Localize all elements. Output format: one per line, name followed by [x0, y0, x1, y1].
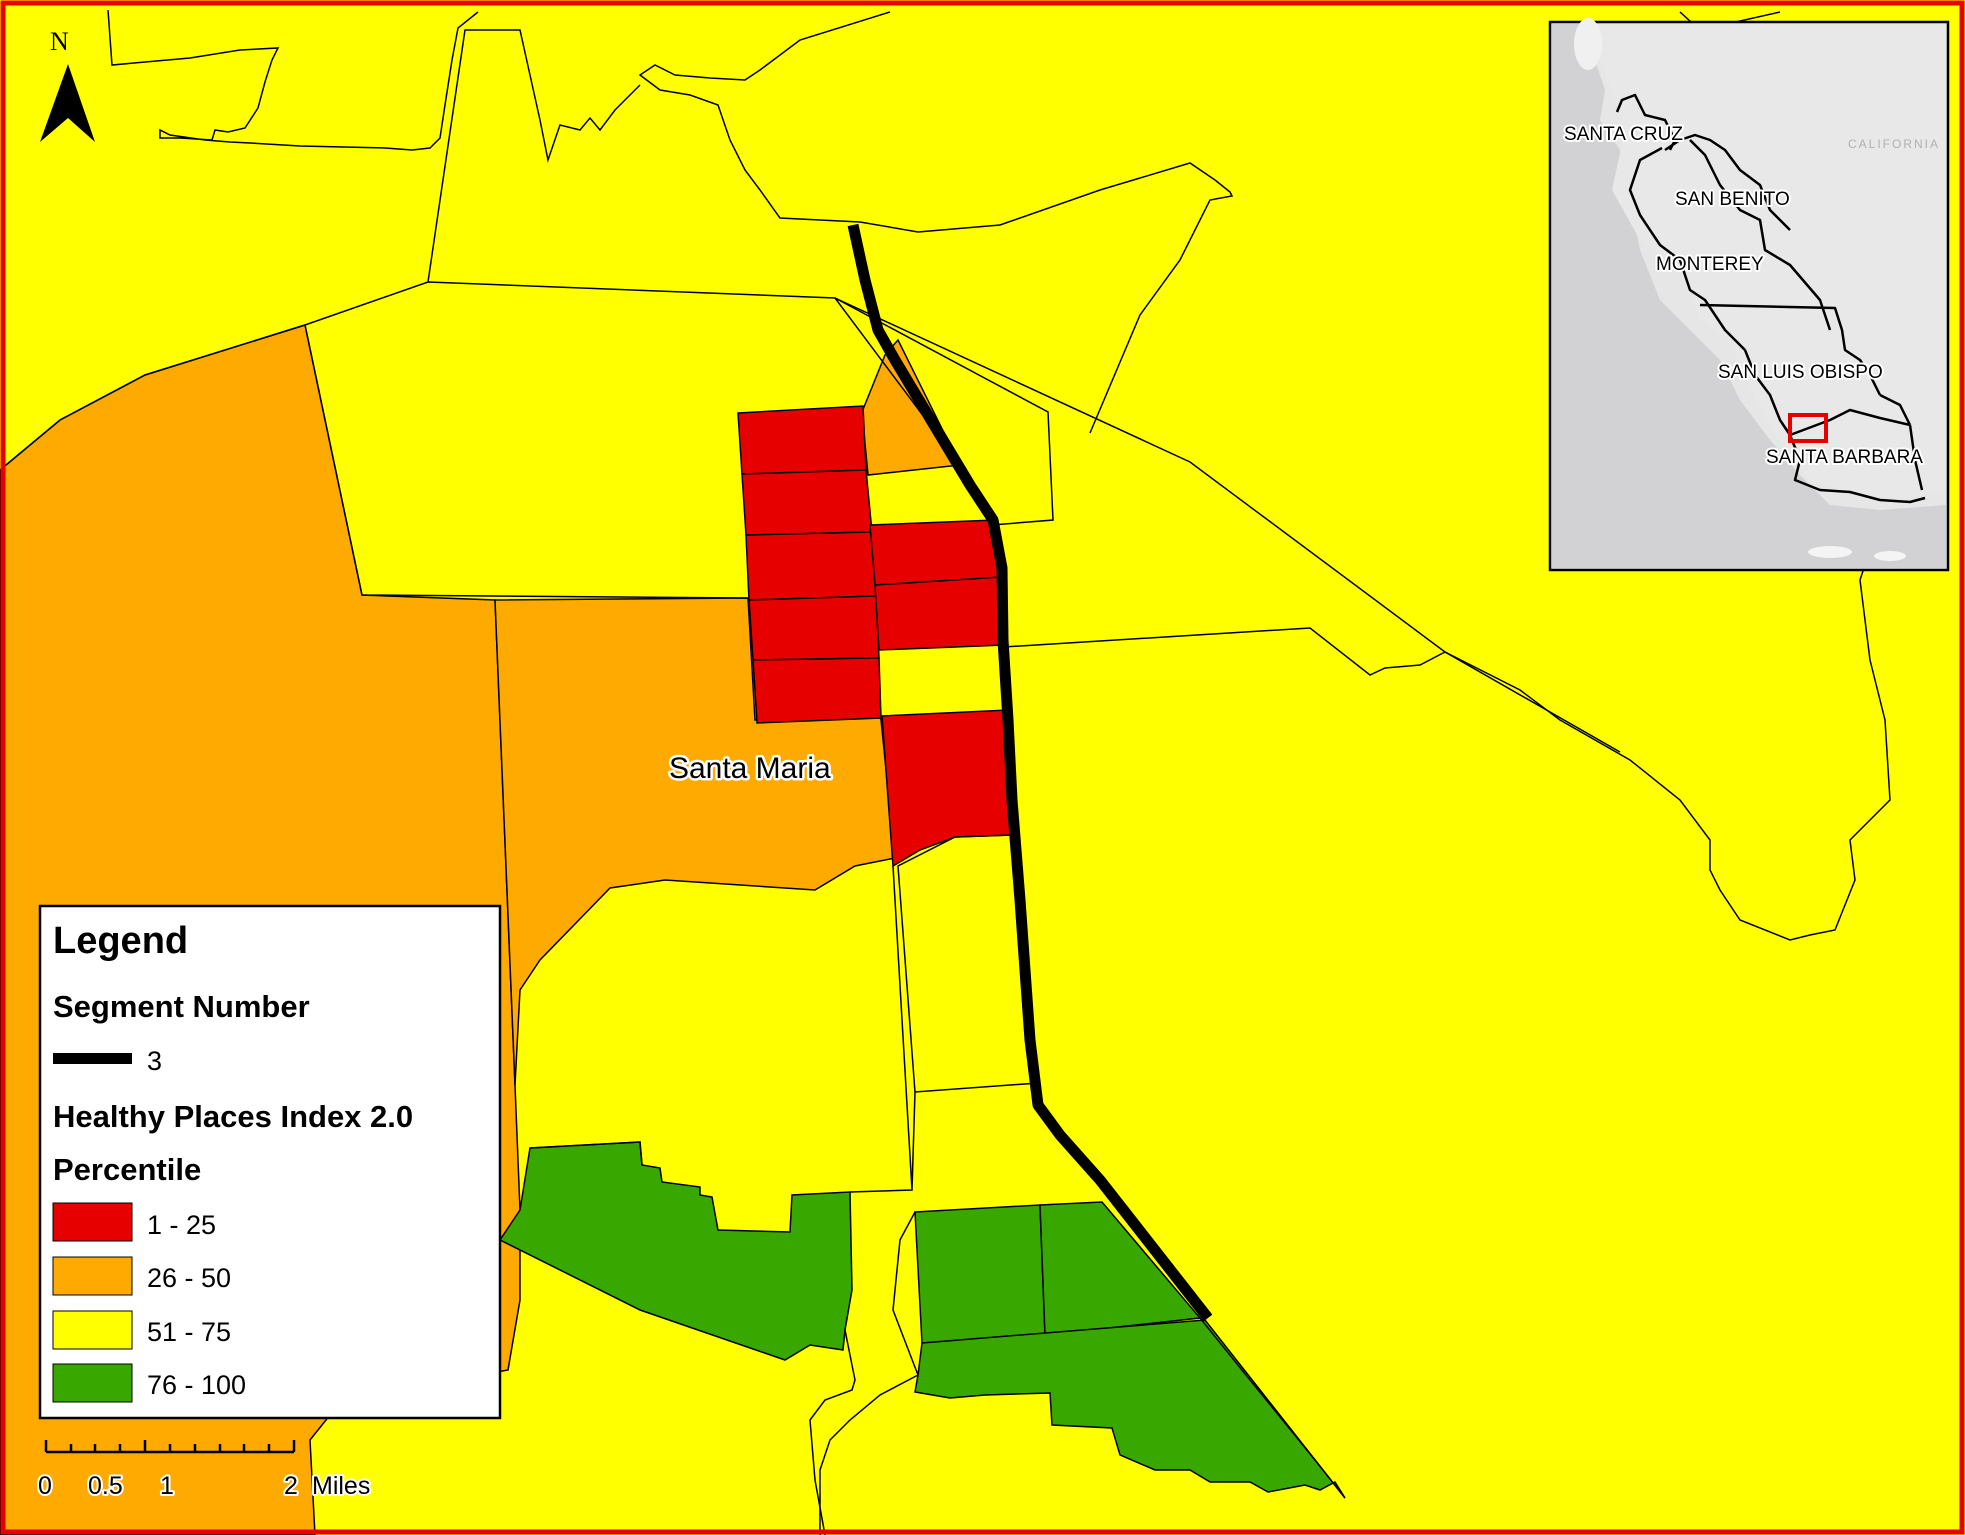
legend-swatch-51-75 [52, 1310, 133, 1350]
scale-label: 0.5 [88, 1472, 123, 1500]
legend-class-label: 1 - 25 [147, 1210, 216, 1240]
inset-ocean [1552, 24, 1946, 568]
scale-bar: 0 0.5 1 2 Miles [36, 1440, 372, 1502]
legend-segment-value: 3 [147, 1046, 162, 1076]
legend-title: Legend [53, 920, 188, 962]
tract-green-sw [498, 1141, 853, 1361]
inset-county-label: MONTEREY [1656, 254, 1764, 275]
inset-state-label: CALIFORNIA [1848, 137, 1940, 151]
legend-class-label: 76 - 100 [147, 1370, 246, 1400]
scale-unit: Miles [312, 1472, 370, 1500]
legend-segment-heading: Segment Number [53, 989, 310, 1024]
legend-index-heading: Healthy Places Index 2.0 [53, 1099, 413, 1134]
tract-red-6 [869, 519, 1003, 586]
inset-county-boundaries [1615, 93, 1926, 504]
legend-swatch-76-100 [52, 1363, 133, 1403]
tract-red-3 [745, 531, 877, 601]
city-label-santa-maria: Santa Maria [669, 752, 831, 785]
legend-percentile-heading: Percentile [53, 1152, 201, 1187]
tract-green-se1 [914, 1204, 1046, 1344]
legend-swatch-1-25 [52, 1202, 133, 1242]
north-arrow-icon [40, 64, 95, 142]
tract-red-2 [741, 469, 873, 536]
tract-north-orange [861, 338, 962, 476]
legend-class-label: 51 - 75 [147, 1317, 231, 1347]
inset-county-label: SANTA CRUZ [1564, 124, 1683, 145]
legend-swatch-26-50 [52, 1256, 133, 1296]
scale-label: 0 [38, 1472, 52, 1500]
tract-red-4 [748, 595, 880, 661]
inset-extent-marker [1788, 413, 1828, 443]
scale-label: 1 [160, 1472, 174, 1500]
scale-bar-ticks [44, 1440, 296, 1454]
legend-class-label: 26 - 50 [147, 1263, 231, 1293]
highway-segment-3 [847, 223, 1213, 1322]
tract-boundaries [0, 9, 1901, 1535]
inset-county-label: SAN LUIS OBISPO [1718, 362, 1883, 383]
legend: Legend Segment Number 3 Healthy Places I… [38, 904, 502, 1420]
tracts-1-25 [737, 405, 1013, 868]
tract-red-7 [874, 576, 1005, 651]
tract-red-1 [737, 405, 867, 475]
inset-map: CALIFORNIA SANTA CRUZ SAN BENITO MONTERE… [1548, 18, 1950, 572]
north-arrow-label: N [50, 27, 69, 56]
north-arrow: N [40, 27, 95, 142]
scale-label: 2 [284, 1472, 298, 1500]
inset-county-label: SAN BENITO [1675, 189, 1790, 210]
legend-segment-swatch [53, 1053, 132, 1064]
tract-red-5 [752, 657, 882, 724]
inset-county-label: SANTA BARBARA [1766, 447, 1923, 468]
